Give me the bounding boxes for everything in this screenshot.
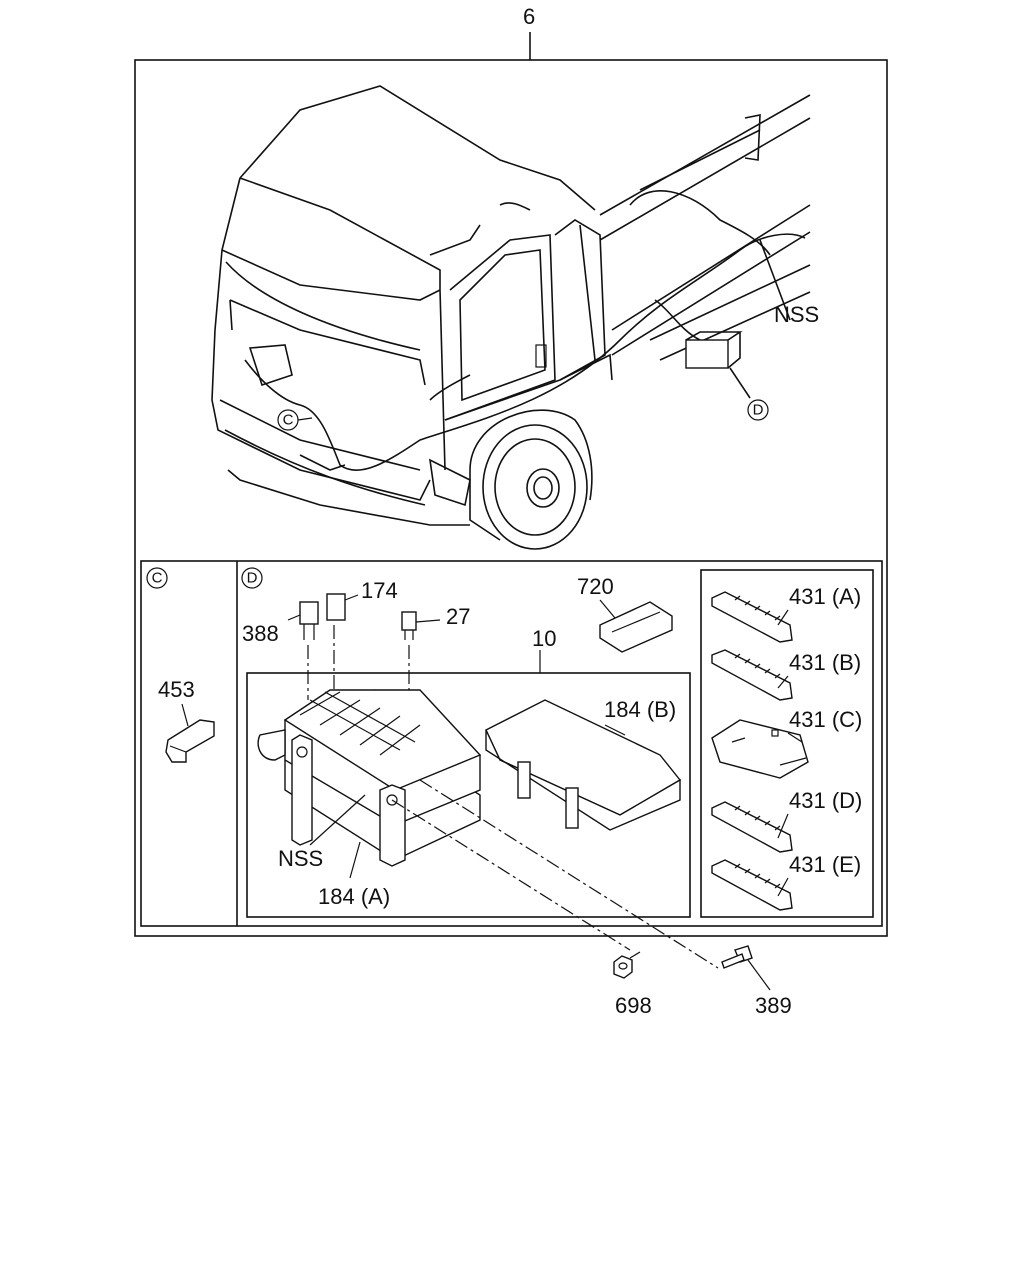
part-184b-cover	[485, 699, 682, 831]
label-431b: 431 (B)	[789, 650, 861, 675]
connector-frame	[700, 569, 874, 918]
part-431c-connector	[711, 719, 809, 779]
label-27: 27	[446, 604, 470, 629]
label-nss-lower: NSS	[278, 846, 323, 871]
label-184a: 184 (A)	[318, 884, 390, 909]
part-389-bolt	[721, 945, 753, 969]
detail-frame	[140, 560, 883, 927]
part-720-bracket	[599, 599, 673, 653]
fuse-box-frame	[246, 672, 691, 918]
label-698: 698	[615, 993, 652, 1018]
leader-389	[419, 779, 719, 969]
callout-d-panel-label: D	[247, 570, 258, 587]
part-27-fuse	[401, 611, 441, 640]
label-184b: 184 (B)	[604, 697, 676, 722]
part-431d-connector	[711, 801, 793, 853]
callout-d-panel	[241, 567, 263, 589]
label-10: 10	[532, 626, 556, 651]
part-431e-connector	[711, 859, 793, 911]
callout-d-truck	[747, 399, 769, 421]
label-720: 720	[577, 574, 614, 599]
leader-698	[391, 799, 631, 951]
label-nss-upper: NSS	[774, 302, 819, 327]
label-6: 6	[523, 4, 535, 29]
label-453: 453	[158, 677, 195, 702]
callout-c-panel-label: C	[152, 570, 163, 587]
part-174-relay	[326, 593, 359, 621]
callout-d-truck-label: D	[753, 402, 764, 419]
main-frame	[134, 59, 888, 937]
label-431c: 431 (C)	[789, 707, 862, 732]
part-431b-connector	[711, 649, 793, 701]
part-431a-connector	[711, 591, 793, 643]
callout-c-truck-label: C	[283, 412, 294, 429]
part-698-nut	[613, 955, 633, 979]
truck-illustration	[211, 85, 811, 550]
label-389: 389	[755, 993, 792, 1018]
callout-c-panel	[146, 567, 168, 589]
label-431e: 431 (E)	[789, 852, 861, 877]
label-431a: 431 (A)	[789, 584, 861, 609]
label-431d: 431 (D)	[789, 788, 862, 813]
part-184a-fuse-box	[257, 689, 482, 879]
label-388: 388	[242, 621, 279, 646]
label-174: 174	[361, 578, 398, 603]
part-453-clip	[165, 703, 215, 763]
part-388-relay	[287, 601, 319, 640]
